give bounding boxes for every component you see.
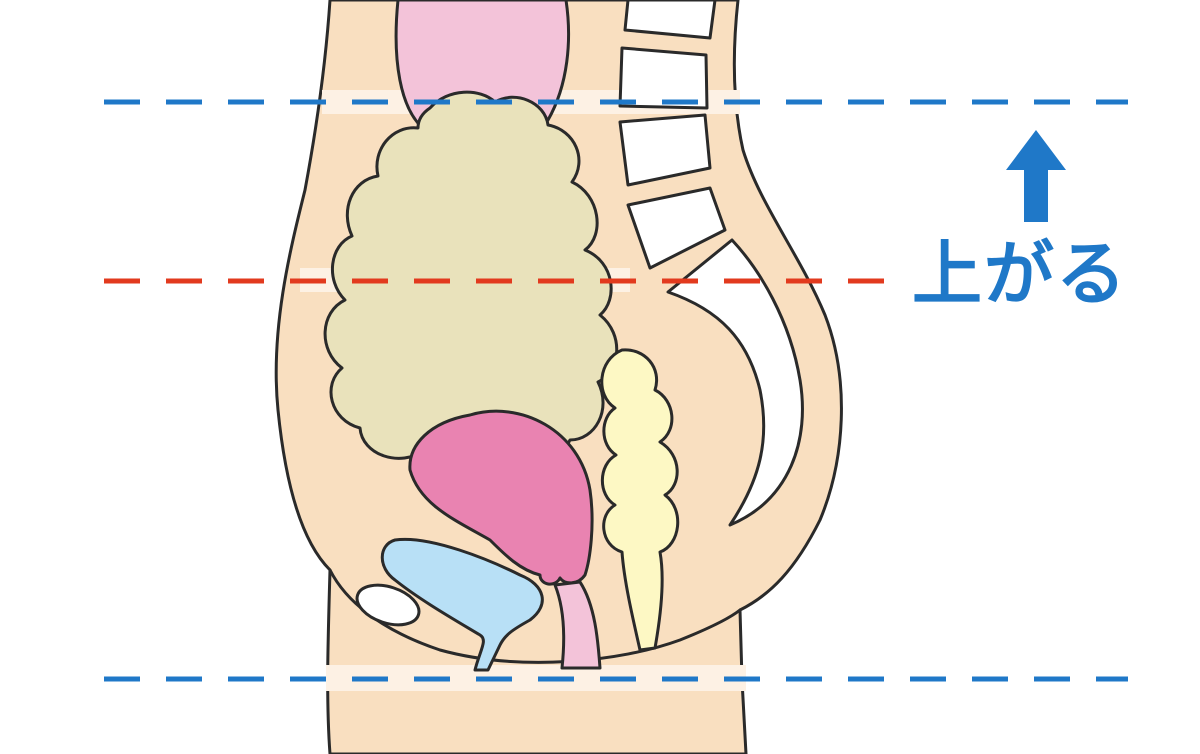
vertebra-2 (618, 46, 709, 110)
vertebra-3 (618, 113, 712, 187)
vaginal-canal (553, 580, 602, 670)
arrow-up-icon (1006, 130, 1066, 222)
colon (600, 348, 680, 652)
uterus (408, 409, 594, 586)
sacrum (666, 238, 804, 527)
vertebra-1 (623, 0, 717, 40)
vertebra-4 (626, 186, 727, 270)
rise-label: 上がる (912, 233, 1128, 315)
pubic-bone (355, 583, 421, 627)
bladder (380, 537, 544, 672)
